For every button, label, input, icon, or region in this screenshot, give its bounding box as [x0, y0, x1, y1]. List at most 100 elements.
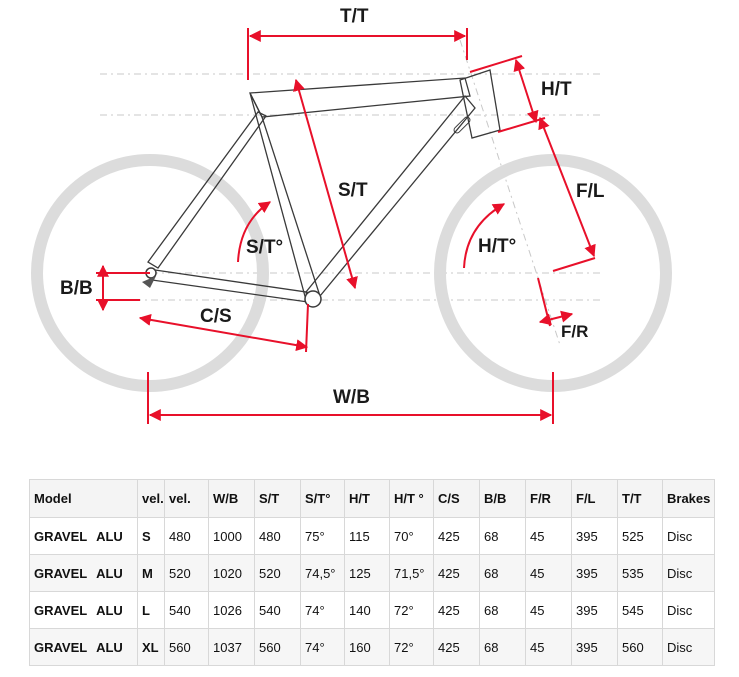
- table-cell: 520: [164, 554, 209, 592]
- table-cell: 75°: [300, 517, 345, 555]
- table-cell: 395: [571, 517, 618, 555]
- table-cell: 74°: [300, 591, 345, 629]
- ht-angle-indicator: H/T°: [463, 203, 516, 269]
- steering-axis-line: [459, 39, 561, 346]
- table-cell: 560: [254, 628, 301, 666]
- bb-dimension: B/B: [60, 264, 150, 312]
- fr-dimension: F/R: [537, 277, 588, 341]
- table-cell: 45: [525, 517, 572, 555]
- wb-dimension: W/B: [147, 372, 554, 424]
- table-cell: 395: [571, 554, 618, 592]
- model-cell: GRAVEL ALU: [29, 628, 138, 666]
- table-cell: 1037: [208, 628, 255, 666]
- size-cell: S: [137, 517, 165, 555]
- table-cell: 560: [164, 628, 209, 666]
- model-cell: GRAVEL ALU: [29, 591, 138, 629]
- st-angle-label: S/T°: [246, 237, 283, 258]
- header-cell: T/T: [617, 479, 663, 518]
- header-cell: B/B: [479, 479, 526, 518]
- size-cell: M: [137, 554, 165, 592]
- header-cell: vel.: [164, 479, 209, 518]
- table-cell: 1000: [208, 517, 255, 555]
- table-cell: 68: [479, 591, 526, 629]
- table-cell: 68: [479, 628, 526, 666]
- header-cell: C/S: [433, 479, 480, 518]
- header-cell: H/T °: [389, 479, 434, 518]
- size-cell: XL: [137, 628, 165, 666]
- table-cell: 160: [344, 628, 390, 666]
- bb-label: B/B: [60, 278, 93, 299]
- rear-wheel: [31, 154, 269, 392]
- table-row: GRAVEL ALU M 520 1020 520 74,5° 125 71,5…: [29, 554, 715, 592]
- header-cell: S/T: [254, 479, 301, 518]
- table-cell: 425: [433, 517, 480, 555]
- bike-frame: [142, 69, 501, 308]
- table-cell: 520: [254, 554, 301, 592]
- ht-dimension: H/T: [469, 55, 572, 133]
- table-cell: 70°: [389, 517, 434, 555]
- table-cell: 480: [254, 517, 301, 555]
- table-cell: 68: [479, 554, 526, 592]
- table-cell: 74°: [300, 628, 345, 666]
- table-cell: Disc: [662, 628, 715, 666]
- table-cell: 140: [344, 591, 390, 629]
- model-cell: GRAVEL ALU: [29, 517, 138, 555]
- geometry-table: Model vel. vel. W/B S/T S/T° H/T H/T ° C…: [29, 479, 715, 666]
- table-cell: 1020: [208, 554, 255, 592]
- tt-label: T/T: [340, 6, 369, 27]
- table-cell: 540: [164, 591, 209, 629]
- header-cell: W/B: [208, 479, 255, 518]
- table-cell: 125: [344, 554, 390, 592]
- table-cell: 72°: [389, 591, 434, 629]
- st-dimension: S/T: [293, 78, 368, 290]
- header-cell: F/R: [525, 479, 572, 518]
- table-cell: 540: [254, 591, 301, 629]
- table-cell: 1026: [208, 591, 255, 629]
- table-row: GRAVEL ALU XL 560 1037 560 74° 160 72° 4…: [29, 628, 715, 666]
- table-cell: 45: [525, 591, 572, 629]
- header-cell: Brakes: [662, 479, 715, 518]
- size-cell: L: [137, 591, 165, 629]
- bike-geometry-diagram: T/T H/T S/T F/L S/T° H/T° B/B C/S: [31, 6, 672, 424]
- table-cell: 425: [433, 591, 480, 629]
- table-cell: 45: [525, 628, 572, 666]
- fl-dimension: F/L: [538, 116, 605, 272]
- table-cell: 425: [433, 554, 480, 592]
- wb-label: W/B: [333, 387, 370, 408]
- ht-label: H/T: [541, 79, 572, 100]
- header-cell: vel.: [137, 479, 165, 518]
- table-cell: Disc: [662, 554, 715, 592]
- table-cell: 45: [525, 554, 572, 592]
- model-cell: GRAVEL ALU: [29, 554, 138, 592]
- fr-label: F/R: [561, 322, 588, 341]
- table-cell: 545: [617, 591, 663, 629]
- table-cell: 535: [617, 554, 663, 592]
- cs-label: C/S: [200, 306, 232, 327]
- cs-dimension: C/S: [138, 303, 309, 353]
- st-angle-indicator: S/T°: [237, 201, 283, 263]
- table-cell: Disc: [662, 591, 715, 629]
- table-cell: 560: [617, 628, 663, 666]
- table-cell: 525: [617, 517, 663, 555]
- header-cell: F/L: [571, 479, 618, 518]
- table-cell: 395: [571, 591, 618, 629]
- table-row: GRAVEL ALU L 540 1026 540 74° 140 72° 42…: [29, 591, 715, 629]
- table-cell: 115: [344, 517, 390, 555]
- table-header-row: Model vel. vel. W/B S/T S/T° H/T H/T ° C…: [29, 479, 715, 518]
- ht-angle-label: H/T°: [478, 236, 516, 257]
- header-cell: H/T: [344, 479, 390, 518]
- table-cell: 480: [164, 517, 209, 555]
- table-cell: 71,5°: [389, 554, 434, 592]
- table-cell: 395: [571, 628, 618, 666]
- table-cell: Disc: [662, 517, 715, 555]
- fl-label: F/L: [576, 181, 605, 202]
- st-label: S/T: [338, 180, 368, 201]
- table-cell: 72°: [389, 628, 434, 666]
- table-row: GRAVEL ALU S 480 1000 480 75° 115 70° 42…: [29, 517, 715, 555]
- header-cell: S/T°: [300, 479, 345, 518]
- table-cell: 425: [433, 628, 480, 666]
- tt-dimension: T/T: [247, 6, 468, 80]
- table-cell: 68: [479, 517, 526, 555]
- header-cell: Model: [29, 479, 138, 518]
- table-cell: 74,5°: [300, 554, 345, 592]
